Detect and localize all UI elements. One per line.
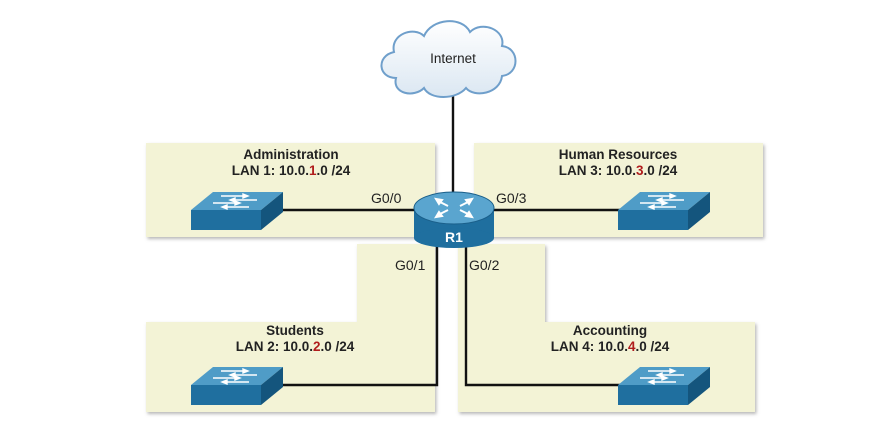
lan-name-accounting: Accounting — [573, 323, 647, 338]
lan-name-human-resources: Human Resources — [559, 147, 678, 162]
link-r1-accounting — [464, 246, 622, 387]
lan-name-students: Students — [266, 323, 324, 338]
lan-subnet-administration: LAN 1: 10.0.1.0 /24 — [232, 163, 351, 178]
lan-subnet-accounting: LAN 4: 10.0.4.0 /24 — [551, 339, 670, 354]
port-label-g0-3: G0/3 — [496, 190, 527, 206]
lan-subnet-human-resources: LAN 3: 10.0.3.0 /24 — [559, 163, 678, 178]
port-label-g0-1: G0/1 — [395, 257, 426, 273]
port-label-g0-0: G0/0 — [371, 190, 402, 206]
lan-name-administration: Administration — [243, 147, 338, 162]
port-label-g0-2: G0/2 — [469, 257, 500, 273]
lan-subnet-students: LAN 2: 10.0.2.0 /24 — [236, 339, 355, 354]
cloud-label: Internet — [430, 51, 476, 66]
router-r1-icon: R1 — [413, 191, 495, 248]
internet-cloud-icon: Internet — [380, 20, 517, 98]
network-links — [283, 90, 622, 387]
router-arrows-icon — [434, 197, 474, 219]
link-r1-students — [283, 246, 439, 387]
router-label: R1 — [445, 229, 463, 245]
